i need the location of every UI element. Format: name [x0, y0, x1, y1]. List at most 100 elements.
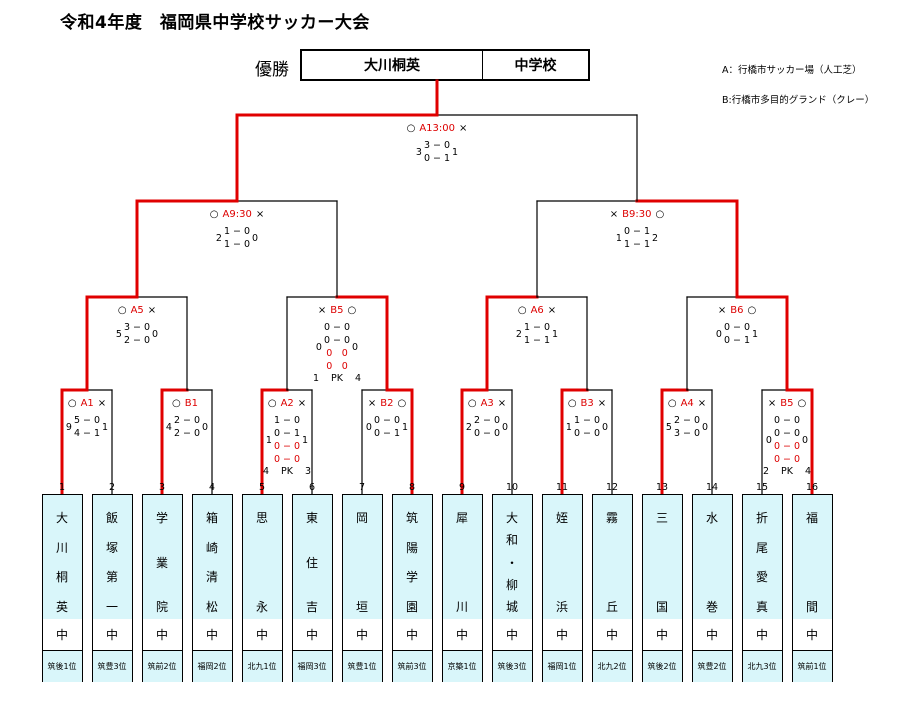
team-name-char: 和: [505, 533, 518, 548]
team-box: 犀川中京築1位: [441, 494, 483, 682]
team-box: 大川桐英中筑後1位: [41, 494, 83, 682]
score-left-total: 2: [215, 232, 222, 244]
team-name-char: 川: [55, 540, 68, 555]
score-period: 0 − 1: [623, 226, 651, 237]
team-name-char: 箱: [205, 511, 218, 525]
team-qualification: 北九2位: [592, 650, 632, 682]
team-seed-number: 3: [158, 482, 166, 493]
team-box: 飯塚第一中筑豊3位: [91, 494, 133, 682]
pk-score: 4: [354, 373, 361, 384]
team-seed-number: 8: [408, 482, 416, 493]
score-period: 0 − 1: [723, 335, 751, 346]
match-code: A3: [480, 398, 494, 409]
match-code: A1: [80, 398, 94, 409]
team-name-char: 姪: [555, 511, 568, 525]
match-label: ×B5○: [318, 305, 356, 316]
team-qualification: 筑豊1位: [342, 650, 382, 682]
venue-note-b: B:行橋市多目的グランド（クレー）: [722, 95, 875, 106]
match-right-mark: ○: [747, 305, 757, 316]
score-period: 2 − 0: [173, 415, 201, 426]
team-seed-number: 1: [58, 482, 66, 493]
team-name: 飯塚第一: [92, 495, 132, 619]
team-name-char: 松: [205, 599, 218, 614]
team-seed-number: 14: [705, 482, 719, 493]
team-name: 霧丘: [592, 495, 632, 619]
team-seed-number: 12: [605, 482, 619, 493]
match-right-mark: ×: [547, 305, 557, 316]
team-suffix: 中: [755, 627, 768, 642]
team-name-char: 三: [655, 511, 668, 525]
match-right-mark: ×: [697, 398, 707, 409]
match-right-mark: ×: [497, 398, 507, 409]
team-name: 岡垣: [342, 495, 382, 619]
score-period: 0 − 0: [473, 428, 501, 439]
team-box: 岡垣中筑豊1位: [341, 494, 383, 682]
team-qualification: 北九3位: [742, 650, 782, 682]
score-period: 0 − 0: [773, 415, 801, 426]
team-suffix: 中: [305, 627, 318, 642]
match-left-mark: ×: [367, 398, 377, 409]
score-period: 5 − 0: [73, 415, 101, 426]
match-left-mark: ○: [117, 305, 127, 316]
match-left-mark: ○: [209, 209, 219, 220]
team-seed-number: 4: [208, 482, 216, 493]
match-label: ○B1: [172, 398, 202, 409]
team-name-char: 東: [305, 511, 318, 525]
team-name: 大川桐英: [42, 495, 82, 619]
score-right-total: 0: [602, 421, 609, 433]
team-suffix: 中: [555, 627, 568, 642]
team-name-char: 大: [505, 511, 518, 525]
score-right-total: 0: [202, 421, 209, 433]
match-label: ×B6○: [718, 305, 756, 316]
score-left-total: 0: [365, 421, 372, 433]
team-name-char: 尾: [755, 540, 768, 555]
team-name: 筑陽学園: [392, 495, 432, 619]
team-name-char: 浜: [555, 600, 568, 614]
team-qualification: 筑前1位: [792, 650, 832, 682]
score-period: 1 − 0: [223, 239, 251, 250]
match-code: B9:30: [622, 209, 652, 220]
match-code: B2: [380, 398, 394, 409]
team-box: 福間中筑前1位: [791, 494, 833, 682]
match-label: ○B3×: [568, 398, 606, 409]
match-left-mark: ×: [609, 209, 619, 220]
score-period: 1 − 0: [523, 322, 551, 333]
team-qualification: 筑前2位: [142, 650, 182, 682]
match-label: ○A3×: [468, 398, 506, 409]
score-period: 0 − 0: [773, 441, 801, 452]
team-name: 三国: [642, 495, 682, 619]
match-code: B5: [780, 398, 794, 409]
team-name-char: 筑: [405, 511, 418, 525]
match-right-mark: ○: [397, 398, 407, 409]
team-qualification: 筑後3位: [492, 650, 532, 682]
team-qualification: 筑豊3位: [92, 650, 132, 682]
score-period: 0 − 0: [273, 441, 301, 452]
champion-school: 大川桐英: [302, 51, 483, 79]
match-label: ○A2×: [268, 398, 306, 409]
team-name-char: 塚: [105, 540, 118, 555]
score-right-total: 1: [452, 146, 459, 158]
score-left-total: 5: [115, 328, 122, 340]
team-qualification: 福岡3位: [292, 650, 332, 682]
pk-label: PK: [331, 373, 343, 384]
score-left-total: 5: [665, 421, 672, 433]
team-name-char: 川: [455, 600, 468, 614]
score-period: 1 − 1: [523, 335, 551, 346]
score-period: 0 − 1: [423, 153, 451, 164]
team-box: 折尾愛真中北九3位: [741, 494, 783, 682]
team-qualification: 福岡2位: [192, 650, 232, 682]
venue-note-a: A：行橋市サッカー場（人工芝）: [722, 65, 862, 76]
match-code: A6: [530, 305, 544, 316]
